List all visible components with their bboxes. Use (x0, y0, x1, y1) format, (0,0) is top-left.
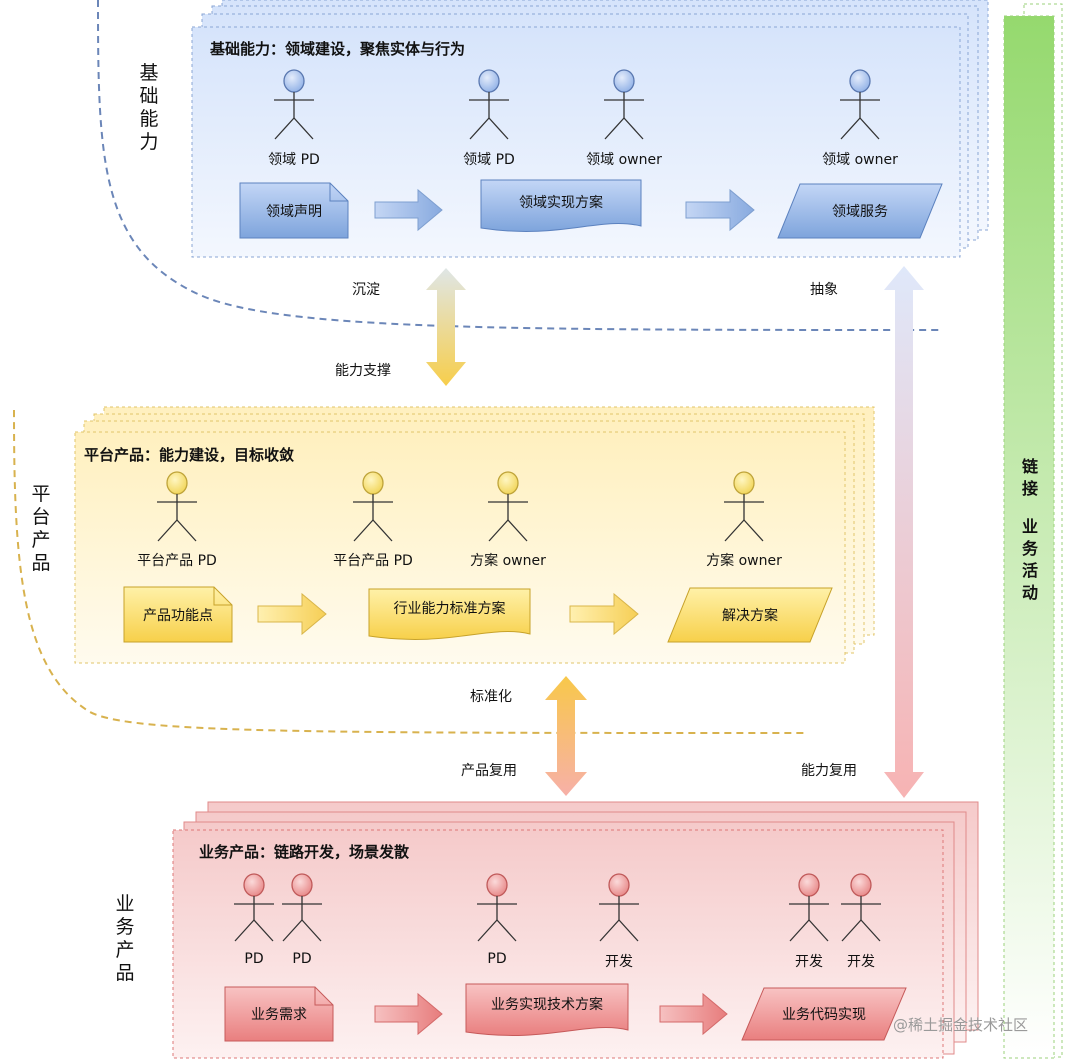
abstract-label: 抽象 (810, 282, 838, 298)
foundation-actor-4 (840, 69, 880, 140)
foundation-actor-2 (469, 69, 509, 140)
watermark: @稀土掘金技术社区 (893, 1016, 1029, 1034)
platform-actor-1 (157, 471, 197, 542)
product-feature-shape (123, 586, 233, 643)
business-actor-label-4: 开发 (605, 954, 633, 970)
capability-support-double-arrow (426, 268, 466, 386)
platform-actor-4 (724, 471, 764, 542)
product-reuse-double-arrow (545, 676, 587, 796)
business-arrow-2 (659, 992, 728, 1036)
business-actor-label-1: PD (244, 951, 264, 967)
platform-title: 平台产品：能力建设，目标收敛 (84, 446, 295, 464)
business-requirement-shape (224, 986, 334, 1042)
platform-actor-2 (353, 471, 393, 542)
platform-arrow-1 (257, 592, 327, 636)
platform-actor-label-2: 平台产品 PD (333, 553, 413, 569)
capability-support-label: 能力支撑 (335, 363, 391, 379)
business-side-label: 业务产品 (115, 893, 135, 984)
platform-actor-label-3: 方案 owner (470, 553, 546, 569)
domain-declaration-shape (239, 182, 349, 239)
industry-standard-shape (368, 588, 531, 640)
solution-shape (667, 587, 833, 643)
foundation-side-label: 基础能力 (139, 62, 159, 153)
foundation-title: 基础能力：领域建设，聚焦实体与行为 (210, 40, 466, 58)
business-arrow-1 (374, 992, 443, 1036)
foundation-arrow-1 (374, 188, 443, 232)
platform-actor-3 (488, 471, 528, 542)
standardize-label: 标准化 (470, 689, 512, 705)
business-tech-plan-shape (465, 983, 629, 1036)
business-code-shape (741, 987, 907, 1041)
domain-implementation-shape (480, 179, 642, 232)
settle-label: 沉淀 (352, 282, 380, 298)
platform-actor-label-1: 平台产品 PD (137, 553, 217, 569)
foundation-actor-3 (604, 69, 644, 140)
foundation-actor-1 (274, 69, 314, 140)
platform-actor-label-4: 方案 owner (706, 553, 782, 569)
business-actor-4 (599, 873, 639, 942)
business-actor-3 (477, 873, 517, 942)
business-actor-label-3: PD (487, 951, 507, 967)
foundation-actor-label-4: 领域 owner (822, 152, 898, 168)
business-actor-2 (282, 873, 322, 942)
business-actor-1 (234, 873, 274, 942)
platform-arrow-2 (569, 592, 639, 636)
capability-reuse-label: 能力复用 (801, 763, 857, 779)
domain-service-shape (777, 183, 943, 239)
right-bar-label-link: 链接 (1021, 457, 1038, 498)
foundation-arrow-2 (685, 188, 755, 232)
platform-side-label: 平台产品 (31, 483, 51, 574)
foundation-actor-label-3: 领域 owner (586, 152, 662, 168)
capability-reuse-double-arrow (884, 266, 924, 798)
foundation-actor-label-1: 领域 PD (268, 152, 320, 168)
right-bar-label-activity: 业务活动 (1021, 517, 1038, 602)
link-business-activity-bar (1003, 15, 1055, 1059)
foundation-boundary-curve (97, 0, 941, 331)
business-actor-label-5: 开发 (795, 954, 823, 970)
foundation-actor-label-2: 领域 PD (463, 152, 515, 168)
business-actor-5 (789, 873, 829, 942)
business-actor-6 (841, 873, 881, 942)
platform-boundary-curve (13, 409, 806, 734)
product-reuse-label: 产品复用 (461, 763, 517, 779)
business-actor-label-2: PD (292, 951, 312, 967)
business-actor-label-6: 开发 (847, 954, 875, 970)
business-title: 业务产品：链路开发，场景发散 (199, 843, 410, 861)
